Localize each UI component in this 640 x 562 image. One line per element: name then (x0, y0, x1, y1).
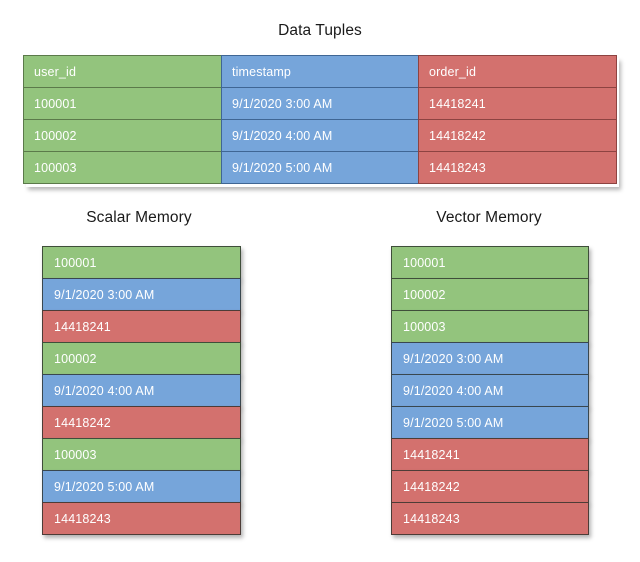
table-cell: 14418243 (418, 151, 617, 184)
memory-cell: 9/1/2020 4:00 AM (42, 374, 241, 407)
memory-cell: 100003 (42, 438, 241, 471)
memory-cell: 9/1/2020 3:00 AM (391, 342, 589, 375)
table-cell: 100002 (23, 119, 222, 152)
memory-cell: 14418242 (42, 406, 241, 439)
memory-cell: 9/1/2020 5:00 AM (391, 406, 589, 439)
table-cell: 14418242 (418, 119, 617, 152)
memory-cell: 14418243 (391, 502, 589, 535)
memory-cell: 14418243 (42, 502, 241, 535)
memory-cell: 9/1/2020 5:00 AM (42, 470, 241, 503)
memory-cell: 100001 (42, 246, 241, 279)
memory-cell: 100003 (391, 310, 589, 343)
table-header-cell: user_id (23, 55, 222, 88)
table-header-cell: order_id (418, 55, 617, 88)
vector-memory-title: Vector Memory (436, 209, 542, 226)
table-cell: 100003 (23, 151, 222, 184)
memory-cell: 9/1/2020 4:00 AM (391, 374, 589, 407)
memory-cell: 14418242 (391, 470, 589, 503)
scalar-memory-title: Scalar Memory (86, 209, 192, 226)
memory-cell: 14418241 (391, 438, 589, 471)
data-tuples-title: Data Tuples (278, 22, 362, 39)
memory-cell: 14418241 (42, 310, 241, 343)
table-cell: 14418241 (418, 87, 617, 120)
table-cell: 9/1/2020 3:00 AM (221, 87, 419, 120)
table-cell: 100001 (23, 87, 222, 120)
memory-cell: 100001 (391, 246, 589, 279)
table-cell: 9/1/2020 4:00 AM (221, 119, 419, 152)
memory-cell: 100002 (42, 342, 241, 375)
memory-cell: 100002 (391, 278, 589, 311)
table-header-cell: timestamp (221, 55, 419, 88)
table-cell: 9/1/2020 5:00 AM (221, 151, 419, 184)
memory-cell: 9/1/2020 3:00 AM (42, 278, 241, 311)
